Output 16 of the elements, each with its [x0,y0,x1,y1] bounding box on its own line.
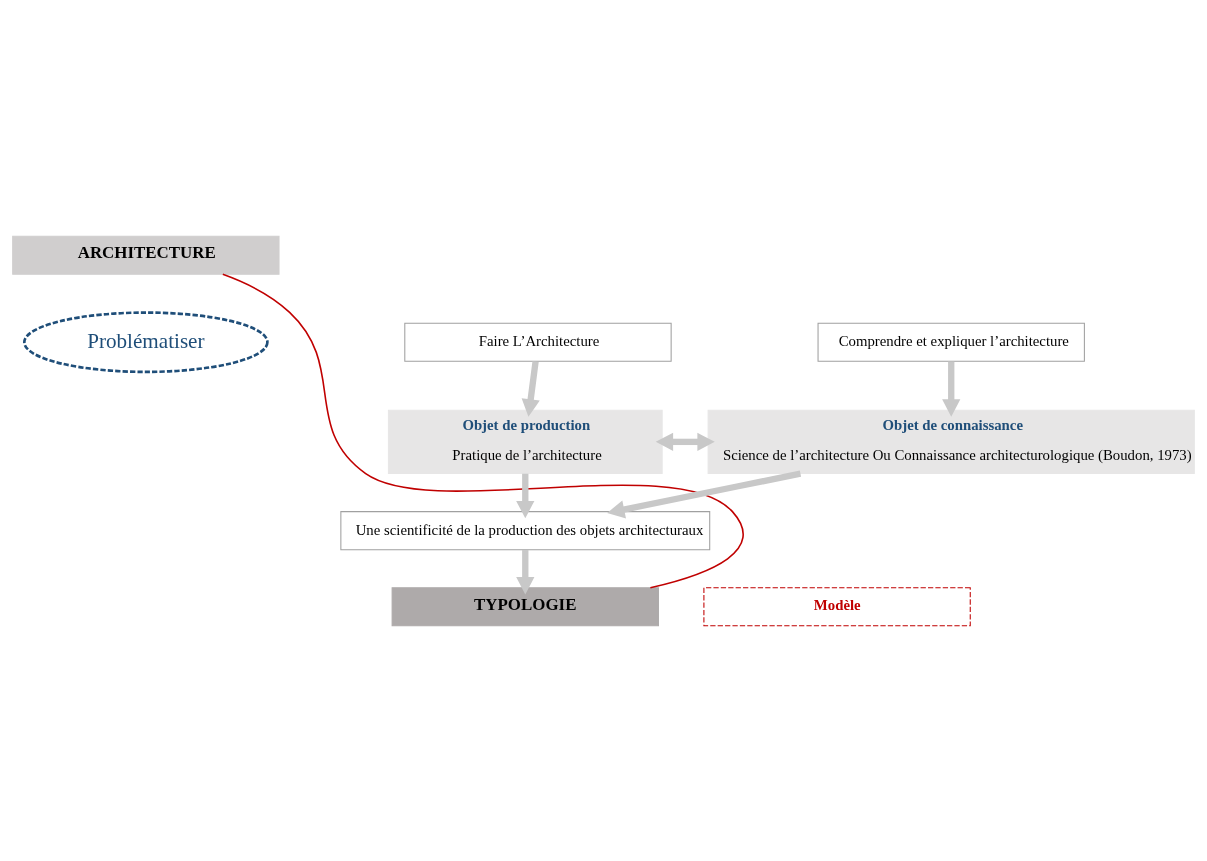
node-box: ARCHITECTURE [12,235,280,275]
node-box: Objet de connaissance Science de l’architecture Ou Connaissance architecturologique (Boudon, 1973) [707,409,1195,474]
arrow [942,361,961,417]
node-box: Faire L’Architecture [404,322,672,362]
node-box: TYPOLOGIE [391,586,659,626]
arrow [655,432,715,451]
arrow [516,473,535,518]
node-box: Une scientificité de la production des objets architecturaux [340,510,711,550]
node-box: Modèle [703,586,971,626]
node-box: Comprendre et expliquer l’architecture [817,322,1085,362]
node-ellipse: Problématiser [23,310,269,373]
node-box: Objet de production Pratique de l’architecture [387,409,663,474]
arrow [516,549,535,594]
connector [222,273,744,588]
arrow [607,470,802,518]
arrow [521,360,540,417]
